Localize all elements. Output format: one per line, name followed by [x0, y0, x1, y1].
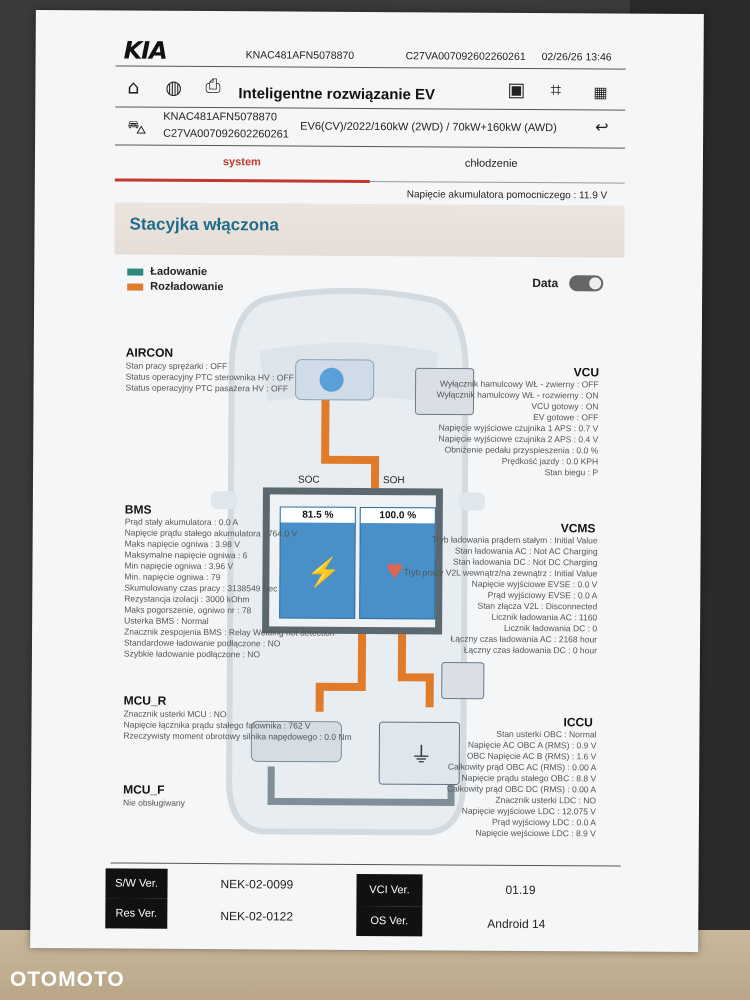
motor-unit — [250, 720, 342, 763]
page-title: Inteligentne rozwiązanie EV — [238, 85, 436, 104]
aux-voltage: Napięcie akumulatora pomocniczego : 11.9… — [406, 189, 608, 202]
mcu-r-title: MCU_R — [123, 693, 167, 708]
obc-unit — [441, 661, 485, 700]
soc-label: SOC — [297, 474, 320, 486]
divider — [110, 862, 621, 867]
charging-swatch — [127, 268, 144, 276]
vcms-line: Łączny czas ładowania DC : 0 hour — [463, 644, 597, 656]
tab-divider — [369, 181, 625, 184]
vcu-unit — [414, 367, 475, 416]
res-version-label: Res Ver. — [105, 898, 168, 929]
sw-version-label: S/W Ver. — [105, 868, 168, 899]
iccu-title: ICCU — [563, 715, 593, 730]
header-vin: KNAC481AFN5078870 — [245, 49, 355, 62]
vci-version-value: 01.19 — [505, 882, 536, 898]
home-icon[interactable]: ⌂ — [127, 76, 140, 99]
legend-charging: Ładowanie — [150, 265, 208, 279]
mcu-r-line: Rzeczywisty moment obrotowy silnika napę… — [123, 730, 352, 742]
flow-iccu — [397, 632, 434, 708]
os-version-label: OS Ver. — [356, 905, 423, 937]
vehicle-code: C27VA007092602260261 — [163, 127, 289, 141]
flow-mcu — [315, 631, 367, 712]
status-banner-text: Stacyjka włączona — [129, 214, 279, 235]
aircon-fan — [319, 367, 344, 392]
divider — [115, 144, 626, 149]
tab-active-indicator — [114, 178, 370, 184]
mirror-left — [210, 491, 237, 510]
data-toggle[interactable] — [569, 275, 604, 292]
vcms-values: Tryb ładowania prądem stałym : Initial V… — [392, 534, 598, 656]
export-icon[interactable]: ⎙ — [205, 75, 221, 98]
battery-price-icon[interactable]: ▣ — [507, 78, 526, 101]
iccu-values: Stan usterki OBC : Normal Napięcie AC OB… — [391, 728, 597, 839]
vci-version-label: VCI Ver. — [356, 873, 423, 907]
bms-values: Prąd stały akumulatora : 0.0 A Napięcie … — [124, 517, 335, 661]
capture-icon[interactable]: ⌗ — [550, 79, 562, 102]
bms-title: BMS — [124, 502, 152, 517]
mirror-right — [458, 492, 485, 511]
printout-sheet: KIA KNAC481AFN5078870 C27VA0070926022602… — [30, 9, 704, 953]
mcu-r-values: Znacznik usterki MCU : NO Napięcie łączn… — [123, 709, 351, 743]
vcu-line: Stan biegu : P — [544, 467, 599, 478]
vcu-title: VCU — [573, 365, 600, 380]
res-version-value: NEK-02-0122 — [220, 909, 294, 924]
mcu-f-title: MCU_F — [123, 782, 165, 797]
aircon-line: Status operacyjny PTC pasażera HV : OFF — [125, 382, 289, 394]
tab-system[interactable]: system — [222, 156, 261, 169]
car-settings-icon: ⛍ — [127, 116, 147, 139]
mcu-f-status: Nie obsługiwany — [123, 797, 185, 808]
flow-aircon — [321, 391, 380, 493]
data-toggle-label: Data — [532, 276, 559, 291]
return-icon[interactable]: ↩ — [595, 117, 609, 137]
sw-version-value: NEK-02-0099 — [220, 877, 294, 892]
plug-icon: ⏚ — [410, 742, 432, 767]
globe-icon[interactable]: ◍ — [165, 76, 183, 99]
header-code: C27VA007092602260261 — [405, 50, 526, 63]
vcms-title: VCMS — [560, 521, 596, 536]
iccu-unit — [378, 721, 461, 786]
os-version-value: Android 14 — [487, 916, 546, 932]
grid-icon[interactable]: ▦ — [593, 83, 608, 102]
watermark: OTOMOTO — [10, 968, 125, 991]
vcu-values: Wyłącznik hamulcowy WŁ - zwierny : OFF W… — [393, 378, 599, 478]
vcms-line: Tryb pracy V2L wewnątrz/na zewnątrz : In… — [403, 567, 598, 579]
aircon-title: AIRCON — [125, 345, 174, 360]
divider — [115, 65, 626, 70]
vehicle-model: EV6(CV)/2022/160kW (2WD) / 70kW+160kW (A… — [300, 120, 557, 135]
brand-logo: KIA — [123, 36, 167, 65]
iccu-line: Napięcie wejściowe LDC : 8.9 V — [475, 827, 596, 839]
bms-line: Szybkie ładowanie podłączone : NO — [123, 648, 261, 660]
tab-cooling[interactable]: chłodzenie — [464, 157, 518, 170]
aircon-values: Stan pracy sprężarki : OFF Status operac… — [126, 361, 294, 395]
vehicle-vin: KNAC481AFN5078870 — [163, 110, 278, 124]
header-datetime: 02/26/26 13:46 — [541, 51, 612, 64]
soh-value: 100.0 % — [360, 507, 435, 524]
discharging-swatch — [127, 283, 144, 291]
